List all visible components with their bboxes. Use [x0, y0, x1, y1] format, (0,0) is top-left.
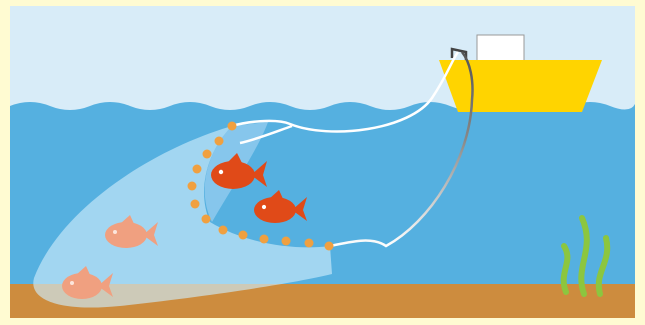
- float: [187, 181, 197, 191]
- float: [218, 225, 228, 235]
- boat-icon: [439, 34, 602, 112]
- fish-icon: [254, 190, 307, 223]
- float: [259, 234, 269, 244]
- rope-bottom: [329, 51, 474, 248]
- float: [281, 236, 291, 246]
- rope-top-branch: [239, 124, 293, 145]
- ropes: [231, 51, 474, 248]
- seaweed-icon: [560, 215, 611, 297]
- float: [304, 238, 314, 248]
- fish-icon: [105, 215, 158, 248]
- fish-icon: [62, 266, 113, 299]
- net-body: [33, 126, 332, 308]
- float: [214, 136, 224, 146]
- boat-cabin: [476, 34, 525, 62]
- float: [192, 164, 202, 174]
- boat-hull: [439, 60, 602, 112]
- fish-icon: [211, 153, 267, 189]
- float: [190, 199, 200, 209]
- float: [201, 214, 211, 224]
- float: [238, 230, 248, 240]
- net-floats: [187, 121, 334, 251]
- float: [227, 121, 237, 131]
- rope-top: [231, 51, 460, 133]
- float: [324, 241, 334, 251]
- float: [202, 149, 212, 159]
